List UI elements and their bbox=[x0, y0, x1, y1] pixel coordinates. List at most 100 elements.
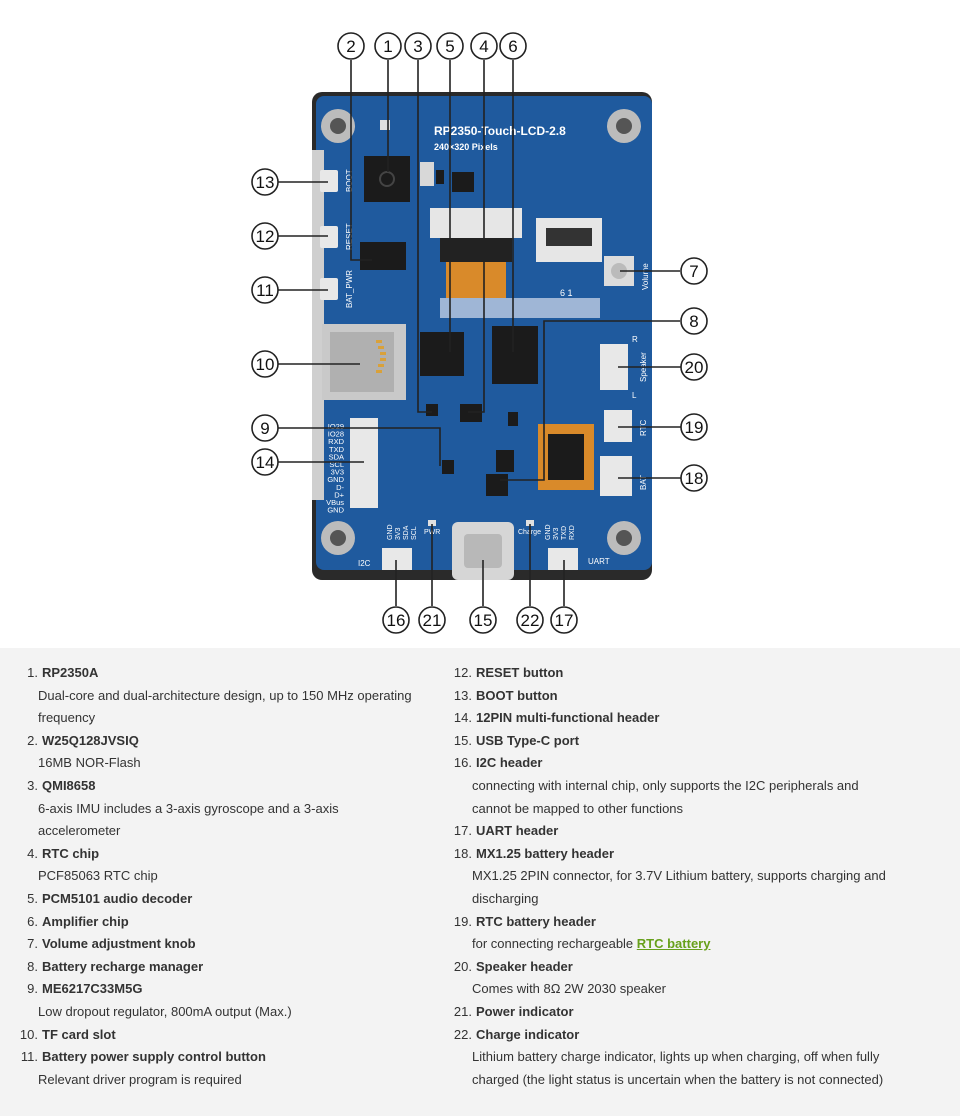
legend-description-text: for connecting rechargeable bbox=[472, 936, 637, 952]
legend-item: 21.Power indicator bbox=[448, 1001, 948, 1024]
legend-number: 11. bbox=[20, 1049, 38, 1065]
battery-header bbox=[600, 456, 632, 496]
legend-number: 4. bbox=[27, 845, 38, 861]
uart-pin-label: GND bbox=[545, 524, 552, 540]
callout-number: 13 bbox=[256, 173, 275, 192]
callout-19: 19 bbox=[680, 413, 708, 441]
legend-title: 12PIN multi-functional header bbox=[476, 710, 660, 726]
i2c-pin-label: SCL bbox=[411, 526, 418, 540]
legend-title: Speaker header bbox=[476, 958, 573, 974]
callout-15: 15 bbox=[469, 606, 497, 634]
rtc-battery-link[interactable]: RTC battery bbox=[636, 936, 711, 952]
callout-1: 1 bbox=[374, 32, 402, 60]
legend-title: ME6217C33M5G bbox=[42, 981, 143, 997]
mount-hole-tl bbox=[321, 109, 355, 143]
charge-led bbox=[526, 520, 534, 526]
callout-21: 21 bbox=[418, 606, 446, 634]
uart-header bbox=[548, 548, 578, 570]
legend-number: 8. bbox=[27, 958, 38, 974]
callout-number: 1 bbox=[383, 37, 392, 56]
flash-chip bbox=[360, 242, 406, 270]
legend-title: BOOT button bbox=[476, 687, 558, 703]
callout-number: 7 bbox=[689, 262, 698, 281]
legend-description: for connecting rechargeable RTC battery bbox=[472, 933, 948, 956]
i2c-pin-label: GND bbox=[387, 524, 394, 540]
callout-number: 19 bbox=[685, 418, 704, 437]
callout-13: 13 bbox=[251, 168, 279, 196]
legend-number: 17. bbox=[453, 823, 472, 839]
callout-number: 5 bbox=[445, 37, 454, 56]
legend-title: Amplifier chip bbox=[42, 913, 129, 929]
callout-number: 2 bbox=[346, 37, 355, 56]
amplifier-chip bbox=[492, 326, 538, 384]
legend-title: Battery recharge manager bbox=[42, 958, 204, 974]
leader-lines bbox=[278, 60, 682, 606]
callout-18: 18 bbox=[680, 464, 708, 492]
header-12pin bbox=[350, 418, 378, 508]
legend-description: 16MB NOR-Flash bbox=[38, 755, 141, 771]
mount-hole-tr bbox=[607, 109, 641, 143]
legend-title: TF card slot bbox=[42, 1026, 116, 1042]
legend-number: 12. bbox=[453, 665, 472, 680]
imu-chip bbox=[460, 404, 482, 422]
uart-pin-label: TXD bbox=[561, 526, 568, 540]
callout-number: 9 bbox=[260, 419, 269, 438]
rp2350a-chip bbox=[364, 156, 410, 202]
callout-number: 18 bbox=[685, 469, 704, 488]
callout-number: 8 bbox=[689, 312, 698, 331]
legend-title: RESET button bbox=[476, 665, 564, 680]
legend-description: cannot be mapped to other functions bbox=[472, 800, 684, 816]
header-12pin-label: D- bbox=[336, 483, 344, 492]
uart-pin-label: 3V3 bbox=[553, 527, 560, 540]
legend-number: 15. bbox=[453, 732, 472, 748]
callout-number: 16 bbox=[387, 611, 406, 630]
legend-title: RP2350A bbox=[42, 665, 99, 680]
legend-title: Charge indicator bbox=[476, 1026, 580, 1042]
mount-hole-br bbox=[607, 521, 641, 555]
power-led bbox=[428, 520, 436, 526]
header-12pin-label: D+ bbox=[334, 490, 344, 499]
callout-11: 11 bbox=[251, 276, 279, 304]
callout-14: 14 bbox=[251, 448, 279, 476]
header-12pin-label: GND bbox=[327, 506, 344, 515]
callout-5: 5 bbox=[436, 32, 464, 60]
legend-number: 20. bbox=[453, 958, 472, 974]
legend-title: UART header bbox=[476, 823, 559, 839]
legend-title: Volume adjustment knob bbox=[42, 936, 196, 952]
speaker-r-label: R bbox=[632, 335, 638, 344]
callout-number: 12 bbox=[256, 227, 275, 246]
callout-number: 11 bbox=[256, 281, 274, 300]
header-12pin-label: RXD bbox=[328, 437, 344, 446]
legend-item: 6.Amplifier chip bbox=[14, 911, 424, 934]
legend-description: connecting with internal chip, only supp… bbox=[472, 777, 859, 793]
legend-item: 5.PCM5101 audio decoder bbox=[14, 888, 424, 911]
rtc-battery-header bbox=[604, 410, 632, 442]
legend-description: Relevant driver program is required bbox=[38, 1071, 242, 1087]
callout-22: 22 bbox=[516, 606, 544, 634]
bat-pwr-label: BAT_PWR bbox=[345, 270, 354, 308]
callout-9: 9 bbox=[251, 414, 279, 442]
i2c-header bbox=[382, 548, 412, 570]
legend-item: 8.Battery recharge manager bbox=[14, 956, 424, 979]
connector-61-label: 6 1 bbox=[560, 288, 573, 298]
legend-number: 3. bbox=[27, 777, 38, 793]
rtc-chip bbox=[496, 450, 514, 472]
legend-title: Power indicator bbox=[476, 1003, 574, 1019]
bat-label: BAT bbox=[639, 475, 648, 490]
legend-title: MX1.25 battery header bbox=[476, 845, 615, 861]
legend-title: Battery power supply control button bbox=[42, 1049, 266, 1065]
display-fpc-connector bbox=[430, 208, 522, 238]
legend-number: 19. bbox=[453, 913, 472, 929]
callout-6: 6 bbox=[499, 32, 527, 60]
